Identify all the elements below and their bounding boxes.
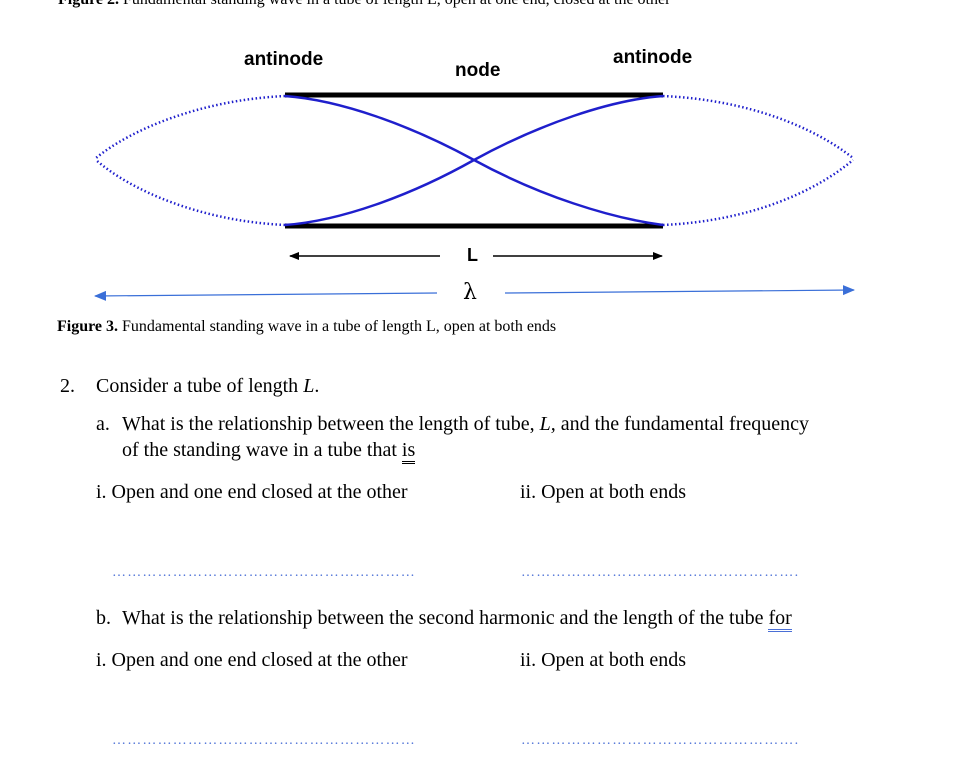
part-b-option-ii: ii. Open at both ends	[520, 649, 687, 671]
part-a-line-1-end: and the fundamental frequency	[555, 413, 810, 435]
part-a-option-i: i. Open and one end closed at the other	[96, 481, 408, 503]
wave-left-extension-top	[95, 94, 286, 159]
part-b-answer-line-ii[interactable]: ……………………………………………….	[521, 733, 800, 748]
question-intro-end: .	[314, 375, 320, 397]
part-a-answer-line-i[interactable]: ……………………………………………………	[112, 565, 416, 580]
part-a-underlined-word: is	[401, 439, 416, 464]
figure-3-text: Fundamental standing wave in a tube of l…	[122, 318, 557, 335]
part-a-answer-line-ii[interactable]: ……………………………………………….	[521, 565, 800, 580]
right-antinode-label: antinode	[613, 47, 693, 68]
part-b-prefix: b.	[96, 607, 111, 629]
figure-2-caption: Figure 2. Fundamental standing wave in a…	[58, 0, 670, 9]
standing-wave-diagram	[94, 92, 855, 301]
question-intro-text: Consider a tube of length	[96, 375, 304, 397]
figure-3-caption: Figure 3. Fundamental standing wave in a…	[57, 318, 556, 336]
wave-right-extension-bottom	[662, 159, 854, 227]
part-b-answer-line-i[interactable]: ……………………………………………………	[112, 733, 416, 748]
wavelength-arrow-right	[504, 285, 855, 296]
part-b-option-i: i. Open and one end closed at the other	[96, 649, 408, 671]
part-a-line-1-var: L,	[539, 413, 556, 435]
question-number: 2.	[60, 375, 75, 397]
figure-2-text: Fundamental standing wave in a tube of l…	[123, 0, 670, 8]
part-a-line-1: What is the relationship between the len…	[122, 413, 809, 436]
part-a-line-2-text: of the standing wave in a tube that	[122, 439, 402, 461]
question-intro-var: L	[303, 375, 315, 397]
figure-2-label: Figure 2.	[58, 0, 119, 8]
part-a-prefix: a.	[96, 413, 110, 435]
figure-3-label: Figure 3.	[57, 318, 119, 335]
left-antinode-label: antinode	[244, 49, 324, 70]
part-b-text-body: What is the relationship between the sec…	[122, 607, 769, 629]
length-label: L	[467, 245, 478, 265]
node-label: node	[455, 60, 501, 81]
wave-curve-ascending	[284, 94, 664, 227]
part-a-option-ii: ii. Open at both ends	[520, 481, 687, 503]
part-a-line-1-text: What is the relationship between the len…	[122, 413, 540, 435]
part-a-line-2: of the standing wave in a tube that is	[122, 439, 416, 464]
wave-left-extension-bottom	[95, 159, 286, 227]
wave-right-extension-top	[662, 94, 854, 159]
part-b-underlined-word: for	[768, 607, 792, 632]
wavelength-arrow-left	[94, 290, 438, 301]
wavelength-label: λ	[463, 280, 477, 305]
question-intro: Consider a tube of length L.	[96, 375, 319, 398]
part-b-text: What is the relationship between the sec…	[122, 607, 792, 632]
